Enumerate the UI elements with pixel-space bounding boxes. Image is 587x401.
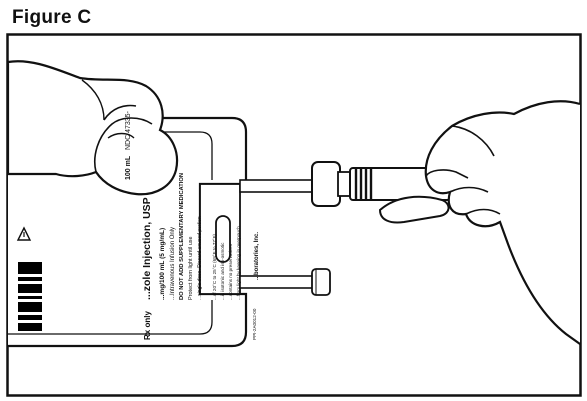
- warning-triangle-icon: [16, 226, 32, 241]
- label-ndc: NDC 47335-: [125, 110, 132, 150]
- label-small-3: ...contains no preservatives: [228, 243, 233, 300]
- infusion-port-tube: [239, 275, 315, 289]
- label-small-1: ...of 20°C to 25°C (68°F to 77°F): [212, 233, 217, 300]
- figure-title: Figure C: [12, 7, 92, 28]
- bag-label: ...zole Injection, USP NDC 47335- 100 mL…: [125, 110, 260, 340]
- label-product-name: ...zole Injection, USP: [141, 197, 153, 300]
- label-line-4: Protect from light until use: [188, 236, 194, 300]
- label-line-5: ...single dose. Discard unused portion: [197, 216, 203, 300]
- label-line-1: ...mg/100 mL (5 mg/mL): [159, 228, 166, 300]
- label-line-3: DO NOT ADD SUPPLEMENTARY MEDICATION: [179, 173, 185, 300]
- label-lot: PPI-2A0012-00: [252, 308, 257, 340]
- label-small-4: ...from light by keeping in overpouch: [236, 226, 241, 300]
- iv-bag-seal: [8, 131, 213, 180]
- medication-port-tube: [239, 179, 315, 193]
- label-volume: 100 mL: [125, 155, 132, 180]
- label-small-2: ...is isotonic and iso-osmotic: [220, 242, 225, 300]
- figure-border: [6, 33, 582, 397]
- port-connector: [311, 161, 341, 207]
- barcode: [18, 262, 42, 331]
- syringe-ridges: [354, 168, 373, 200]
- label-rx-only: Rx only: [143, 311, 152, 340]
- infusion-port-cap: [311, 268, 331, 296]
- hanger-slot: [215, 215, 231, 263]
- left-hand: [6, 60, 179, 196]
- label-line-2: ...Intravenous Infusion Only: [170, 227, 176, 300]
- right-hand: [424, 100, 581, 345]
- label-manufacturer: ...boratories, Inc.: [254, 232, 260, 280]
